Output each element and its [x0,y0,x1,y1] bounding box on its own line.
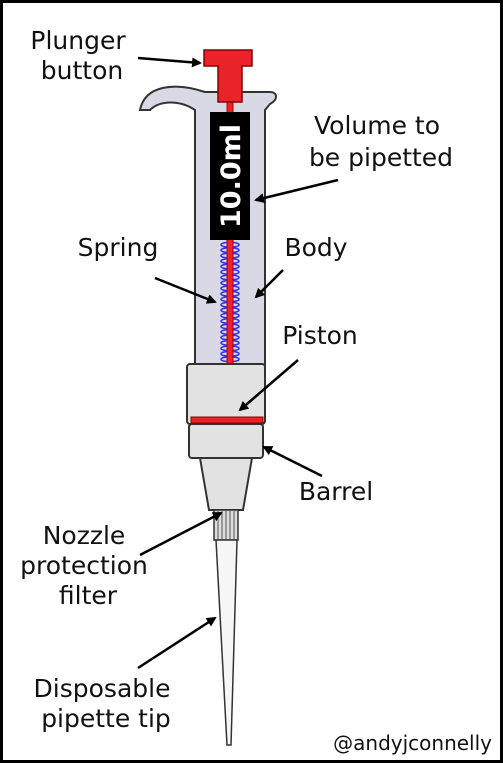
author-credit: @andyjconnelly [333,731,492,755]
arrow-body [254,269,284,299]
arrow-plunger [137,56,202,68]
arrow-volume [254,178,339,203]
label-tip: Disposable pipette tip [34,674,179,733]
finger-hook [138,85,277,366]
arrow-barrel [262,445,323,478]
label-volume: Volume to be pipetted [309,111,453,172]
arrow-spring [154,276,217,304]
label-filter: Nozzle protection filter [20,521,156,610]
label-piston: Piston [282,321,357,350]
volume-display [210,112,250,240]
arrow-piston [238,359,299,412]
arrow-tip [137,616,217,670]
piston-head [190,416,264,424]
nozzle [198,457,254,511]
label-plunger-button: Plunger button [30,26,133,85]
label-barrel: Barrel [299,477,373,506]
disposable-tip [215,539,238,746]
piston-collar [186,363,266,425]
barrel [188,423,264,459]
arrow-filter [139,511,223,557]
label-spring: Spring [78,233,159,262]
label-body: Body [284,233,347,262]
plunger-button [203,49,253,103]
volume-display-text: 10.0ml [216,124,247,228]
